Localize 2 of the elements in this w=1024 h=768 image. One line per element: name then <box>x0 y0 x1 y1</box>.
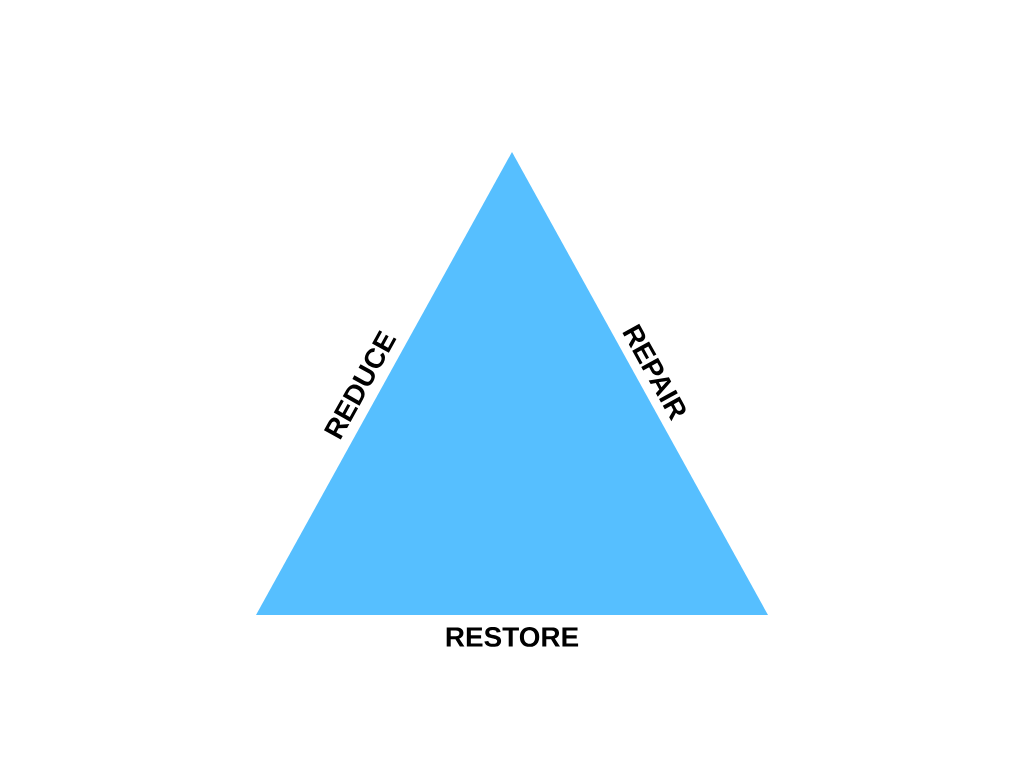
side-label: RESTORE <box>446 627 579 647</box>
triangle-shape <box>256 152 768 615</box>
